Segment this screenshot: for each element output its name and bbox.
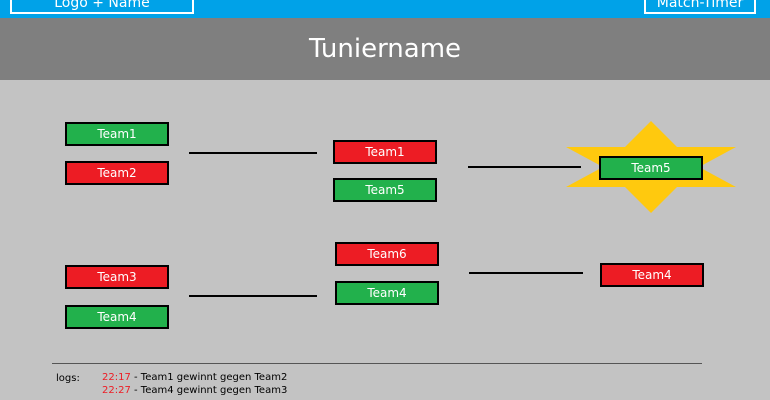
bracket-connector-lower-r1 xyxy=(189,295,317,297)
bracket-connector-upper-r1 xyxy=(189,152,317,154)
logs-label: logs: xyxy=(56,373,80,384)
team-box-r2-3[interactable]: Team6 xyxy=(335,242,439,266)
match-timer-box: Match-Timer xyxy=(644,0,756,14)
team-box-r2-2[interactable]: Team5 xyxy=(333,178,437,202)
log-entry: 22:27 - Team4 gewinnt gegen Team3 xyxy=(102,385,287,396)
tournament-title: Tuniername xyxy=(0,18,770,80)
team-box-r2-1[interactable]: Team1 xyxy=(333,140,437,164)
team-box-r1-3[interactable]: Team3 xyxy=(65,265,169,289)
log-entry: 22:17 - Team1 gewinnt gegen Team2 xyxy=(102,372,287,383)
bracket-connector-upper-r2 xyxy=(468,166,581,168)
log-time: 22:27 xyxy=(102,385,131,396)
team-box-final-winner[interactable]: Team5 xyxy=(599,156,703,180)
team-box-r1-4[interactable]: Team4 xyxy=(65,305,169,329)
team-box-r1-1[interactable]: Team1 xyxy=(65,122,169,146)
bracket-connector-lower-r2 xyxy=(469,272,583,274)
log-text: - Team1 gewinnt gegen Team2 xyxy=(130,372,288,383)
log-text: - Team4 gewinnt gegen Team3 xyxy=(130,385,288,396)
team-box-final-2[interactable]: Team4 xyxy=(600,263,704,287)
logo-name-box: Logo + Name xyxy=(10,0,194,14)
log-time: 22:17 xyxy=(102,372,131,383)
team-box-r2-4[interactable]: Team4 xyxy=(335,281,439,305)
logs-divider xyxy=(52,363,702,364)
team-box-r1-2[interactable]: Team2 xyxy=(65,161,169,185)
